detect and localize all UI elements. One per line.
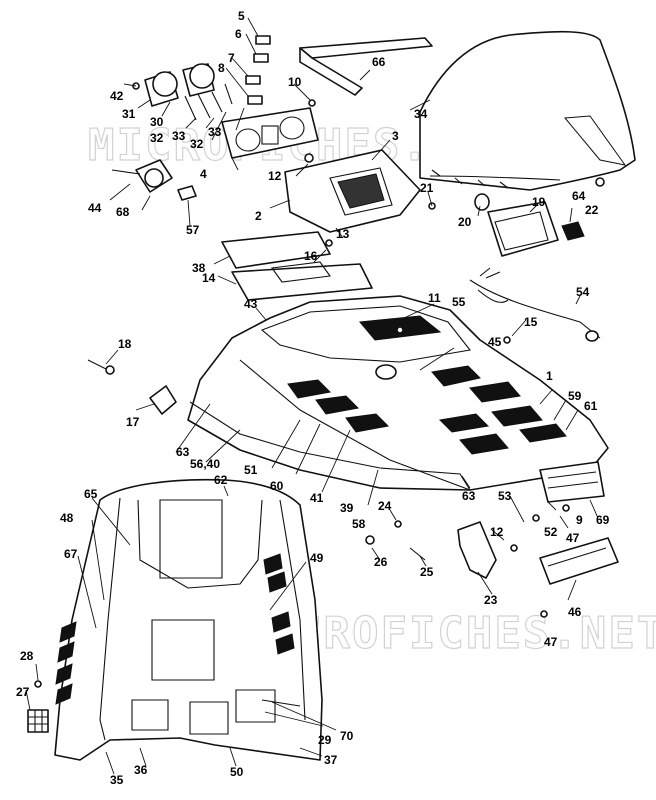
label-8: 8 <box>218 61 225 75</box>
label-57: 57 <box>186 223 200 237</box>
nose-plate <box>539 537 619 585</box>
label-26: 26 <box>374 555 388 569</box>
hood-hinge <box>149 385 177 415</box>
ignition-switch <box>111 159 197 201</box>
label-28: 28 <box>20 649 34 663</box>
label-52: 52 <box>544 525 558 539</box>
label-25: 25 <box>420 565 434 579</box>
label-55: 55 <box>452 295 466 309</box>
fasteners <box>34 82 605 688</box>
label-14: 14 <box>202 271 216 285</box>
label-69: 69 <box>596 513 610 527</box>
label-60: 60 <box>270 479 284 493</box>
label-46: 46 <box>568 605 582 619</box>
label-19: 19 <box>532 195 546 209</box>
label-36: 36 <box>134 763 148 777</box>
label-3: 3 <box>392 129 399 143</box>
label-21: 21 <box>420 181 434 195</box>
label-9: 9 <box>576 513 583 527</box>
label-64: 64 <box>572 189 586 203</box>
label-1: 1 <box>546 369 553 383</box>
label-20: 20 <box>458 215 472 229</box>
label-56-40: 56,40 <box>190 457 220 471</box>
wiring-harness <box>469 267 601 342</box>
label-66: 66 <box>372 55 386 69</box>
label-63-a: 63 <box>176 445 190 459</box>
label-12-top: 12 <box>268 169 282 183</box>
label-27: 27 <box>16 685 30 699</box>
label-61: 61 <box>584 399 598 413</box>
label-17: 17 <box>126 415 140 429</box>
label-59: 59 <box>568 389 582 403</box>
label-12-bottom: 12 <box>490 525 504 539</box>
label-54: 54 <box>576 285 590 299</box>
label-34: 34 <box>414 107 428 121</box>
label-39: 39 <box>340 501 354 515</box>
label-62: 62 <box>214 473 228 487</box>
label-47-a: 47 <box>566 531 580 545</box>
windshield-trim-strip <box>299 37 433 96</box>
label-29: 29 <box>318 733 332 747</box>
tachometer-gauge <box>182 63 215 97</box>
dash-console <box>284 149 421 233</box>
headlight-spring <box>561 221 585 241</box>
label-38: 38 <box>192 261 206 275</box>
label-50: 50 <box>230 765 244 779</box>
windshield <box>419 30 636 191</box>
insulation-pad <box>221 231 331 269</box>
label-32-b: 32 <box>190 137 204 151</box>
label-49: 49 <box>310 551 324 565</box>
label-43: 43 <box>244 297 258 311</box>
label-58: 58 <box>352 517 366 531</box>
label-18: 18 <box>118 337 132 351</box>
leader-lines <box>25 17 599 775</box>
label-2: 2 <box>255 209 262 223</box>
headlight-housing <box>487 201 559 257</box>
hood-underside <box>54 478 323 761</box>
grid-decal <box>27 709 49 733</box>
label-68: 68 <box>116 205 130 219</box>
label-5: 5 <box>238 9 245 23</box>
label-33-b: 33 <box>208 125 222 139</box>
label-47-b: 47 <box>544 635 558 649</box>
label-4: 4 <box>200 167 207 181</box>
label-44: 44 <box>88 201 102 215</box>
hood-bracket-plate <box>231 261 373 301</box>
label-30: 30 <box>150 115 164 129</box>
switch-hardware <box>184 35 271 121</box>
label-63-b: 63 <box>462 489 476 503</box>
label-37: 37 <box>324 753 338 767</box>
label-13: 13 <box>336 227 350 241</box>
label-22: 22 <box>585 203 599 217</box>
label-7: 7 <box>228 51 235 65</box>
label-23: 23 <box>484 593 498 607</box>
instrument-panel <box>221 107 319 159</box>
label-24: 24 <box>378 499 392 513</box>
label-10: 10 <box>288 75 302 89</box>
label-31: 31 <box>122 107 136 121</box>
latch-bracket <box>457 521 497 579</box>
label-15: 15 <box>524 315 538 329</box>
speedometer-gauge <box>144 71 179 107</box>
label-70: 70 <box>340 729 354 743</box>
label-65: 65 <box>84 487 98 501</box>
label-51: 51 <box>244 463 258 477</box>
label-16: 16 <box>304 249 318 263</box>
label-53: 53 <box>498 489 512 503</box>
label-42: 42 <box>110 89 124 103</box>
hood-main-top <box>187 295 609 503</box>
hood-latch-rod <box>87 359 115 375</box>
part-number-labels: 1 2 3 4 5 6 7 8 9 10 11 12 12 13 14 15 1… <box>16 9 610 787</box>
label-48: 48 <box>60 511 74 525</box>
label-67: 67 <box>64 547 78 561</box>
label-32-a: 32 <box>150 131 164 145</box>
label-11: 11 <box>428 291 441 305</box>
label-6: 6 <box>235 27 242 41</box>
label-35: 35 <box>110 773 124 787</box>
label-45: 45 <box>488 335 502 349</box>
label-41: 41 <box>310 491 324 505</box>
label-33-a: 33 <box>172 129 186 143</box>
headlight-bulb <box>474 193 490 211</box>
